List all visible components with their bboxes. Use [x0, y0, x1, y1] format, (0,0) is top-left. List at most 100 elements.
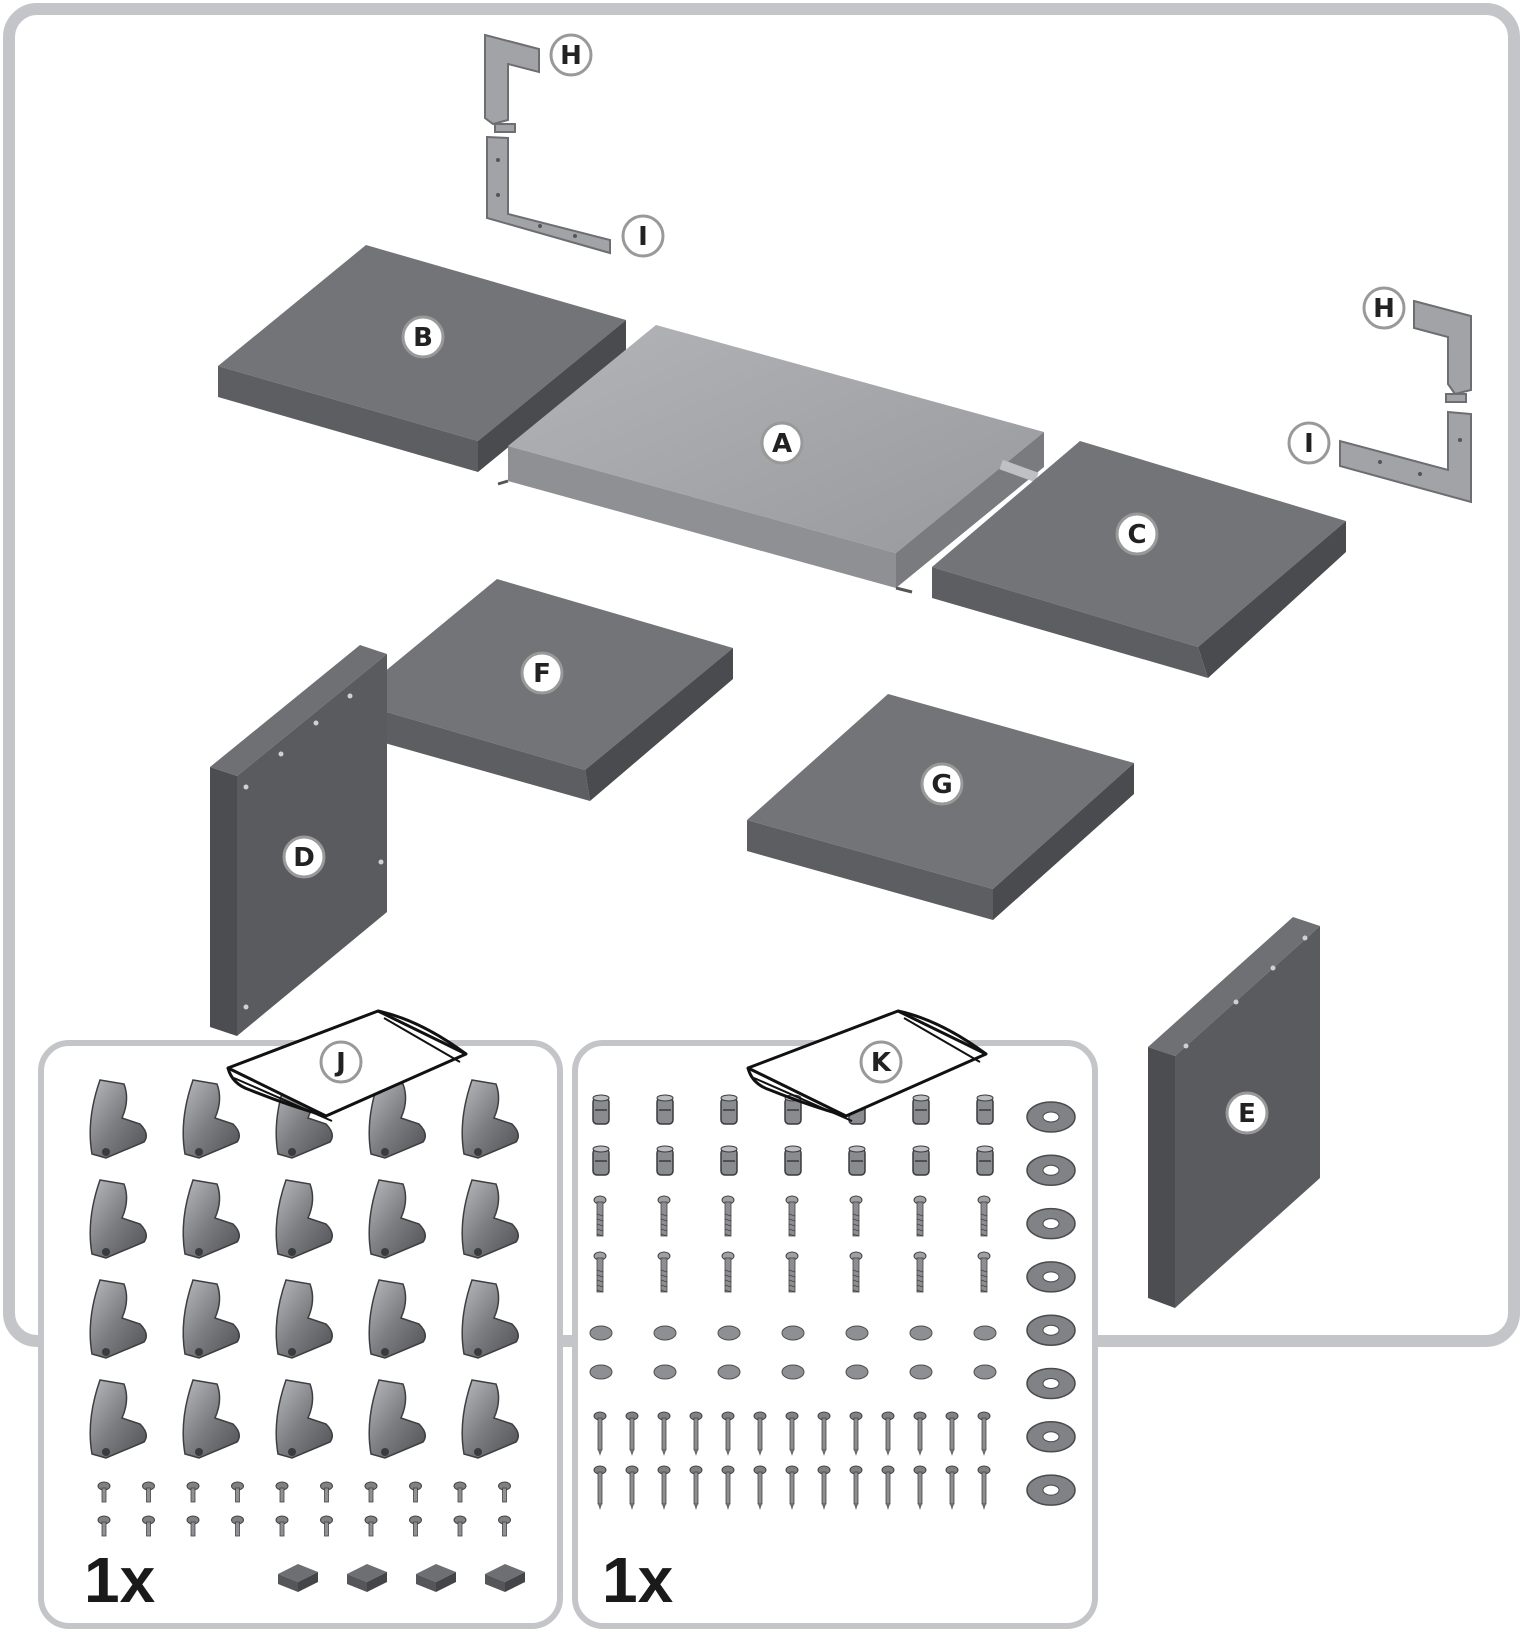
label-e: E — [1225, 1091, 1269, 1135]
screw-icon — [453, 1481, 467, 1503]
screw-icon — [275, 1515, 289, 1537]
screw-icon — [817, 1411, 831, 1456]
clip-icon — [461, 1279, 519, 1359]
clip-icon — [368, 1279, 426, 1359]
bag-j-quantity: 1x — [84, 1544, 156, 1616]
cam-locks-group — [592, 1094, 994, 1176]
label-h-right: H — [1362, 286, 1406, 330]
clip-icon — [461, 1379, 519, 1459]
label-i-right-text: I — [1304, 429, 1314, 459]
screw-icon — [231, 1481, 244, 1503]
label-i-right: I — [1287, 421, 1331, 465]
cover-cap-icon — [653, 1325, 677, 1341]
cam-bolt-icon — [849, 1195, 863, 1237]
screw-icon — [913, 1411, 927, 1456]
screw-icon — [785, 1411, 799, 1456]
label-d: D — [282, 835, 326, 879]
cam-bolt-icon — [785, 1251, 799, 1293]
label-j: J — [319, 1040, 363, 1084]
label-d-text: D — [293, 843, 315, 873]
felt-pad-icon — [278, 1564, 318, 1592]
label-c: C — [1115, 512, 1159, 556]
screw-icon — [913, 1465, 927, 1510]
screw-icon — [97, 1515, 111, 1537]
screw-icon — [409, 1515, 422, 1537]
cam-bolts-group — [593, 1195, 991, 1293]
screw-icon — [721, 1465, 735, 1510]
cover-caps-group — [589, 1325, 997, 1380]
felt-pad-icon — [485, 1564, 525, 1592]
cam-lock-icon — [656, 1094, 674, 1125]
clips-group — [89, 1079, 519, 1459]
clip-icon — [275, 1379, 333, 1459]
label-i-top-text: I — [638, 222, 648, 252]
label-h-top-text: H — [560, 41, 582, 71]
clip-icon — [275, 1279, 333, 1359]
cover-cap-icon — [845, 1325, 869, 1341]
screw-icon — [409, 1481, 422, 1503]
screw-icon — [817, 1465, 831, 1510]
screw-icon — [593, 1465, 607, 1510]
cover-cap-icon — [717, 1364, 741, 1380]
cam-bolt-icon — [593, 1195, 607, 1237]
clip-icon — [368, 1379, 426, 1459]
screw-icon — [753, 1465, 767, 1510]
clip-icon — [89, 1379, 147, 1459]
screw-icon — [881, 1465, 895, 1510]
clip-icon — [89, 1079, 147, 1159]
label-f: F — [520, 651, 564, 695]
screw-icon — [977, 1465, 991, 1510]
label-k-text: K — [871, 1048, 892, 1078]
screws-group — [593, 1411, 991, 1510]
cam-lock-icon — [912, 1145, 930, 1176]
clip-icon — [461, 1179, 519, 1259]
screw-icon — [231, 1515, 244, 1537]
cover-cap-icon — [909, 1364, 933, 1380]
cover-cap-icon — [781, 1325, 805, 1341]
clip-icon — [182, 1079, 240, 1159]
bracket-h-top — [484, 33, 540, 133]
cam-lock-icon — [720, 1094, 738, 1125]
clip-icon — [275, 1179, 333, 1259]
screw-icon — [142, 1481, 155, 1503]
clip-icon — [461, 1079, 519, 1159]
clip-icon — [89, 1179, 147, 1259]
washers-group — [1026, 1101, 1076, 1506]
screw-icon — [142, 1515, 155, 1537]
cover-cap-icon — [973, 1325, 997, 1341]
label-g-text: G — [931, 770, 952, 800]
washer-icon — [1026, 1207, 1076, 1240]
cam-bolt-icon — [977, 1195, 991, 1237]
cam-bolt-icon — [785, 1195, 799, 1237]
cover-cap-icon — [781, 1364, 805, 1380]
screw-icon — [453, 1515, 467, 1537]
screw-icon — [977, 1411, 991, 1456]
screw-icon — [721, 1411, 735, 1456]
cover-cap-icon — [973, 1364, 997, 1380]
clip-icon — [89, 1279, 147, 1359]
label-h-right-text: H — [1373, 294, 1395, 324]
clip-icon — [368, 1179, 426, 1259]
cam-bolt-icon — [913, 1251, 927, 1293]
clip-screws-group — [97, 1481, 511, 1537]
label-g: G — [920, 762, 964, 806]
panel-g — [747, 694, 1134, 920]
felt-pads-group — [278, 1564, 525, 1592]
washer-icon — [1026, 1261, 1076, 1293]
cam-bolt-icon — [593, 1251, 607, 1293]
cam-lock-icon — [848, 1145, 866, 1176]
label-j-text: J — [334, 1048, 346, 1078]
bracket-h-right — [1413, 299, 1472, 403]
felt-pad-icon — [416, 1564, 456, 1592]
washer-icon — [1026, 1367, 1076, 1400]
cover-cap-icon — [589, 1364, 613, 1380]
screw-icon — [849, 1411, 863, 1456]
screw-icon — [186, 1481, 200, 1503]
washer-icon — [1026, 1154, 1076, 1187]
washer-icon — [1026, 1421, 1076, 1453]
cover-cap-icon — [653, 1364, 677, 1380]
cam-lock-icon — [976, 1094, 994, 1125]
cam-lock-icon — [784, 1145, 802, 1176]
cam-lock-icon — [592, 1145, 610, 1176]
